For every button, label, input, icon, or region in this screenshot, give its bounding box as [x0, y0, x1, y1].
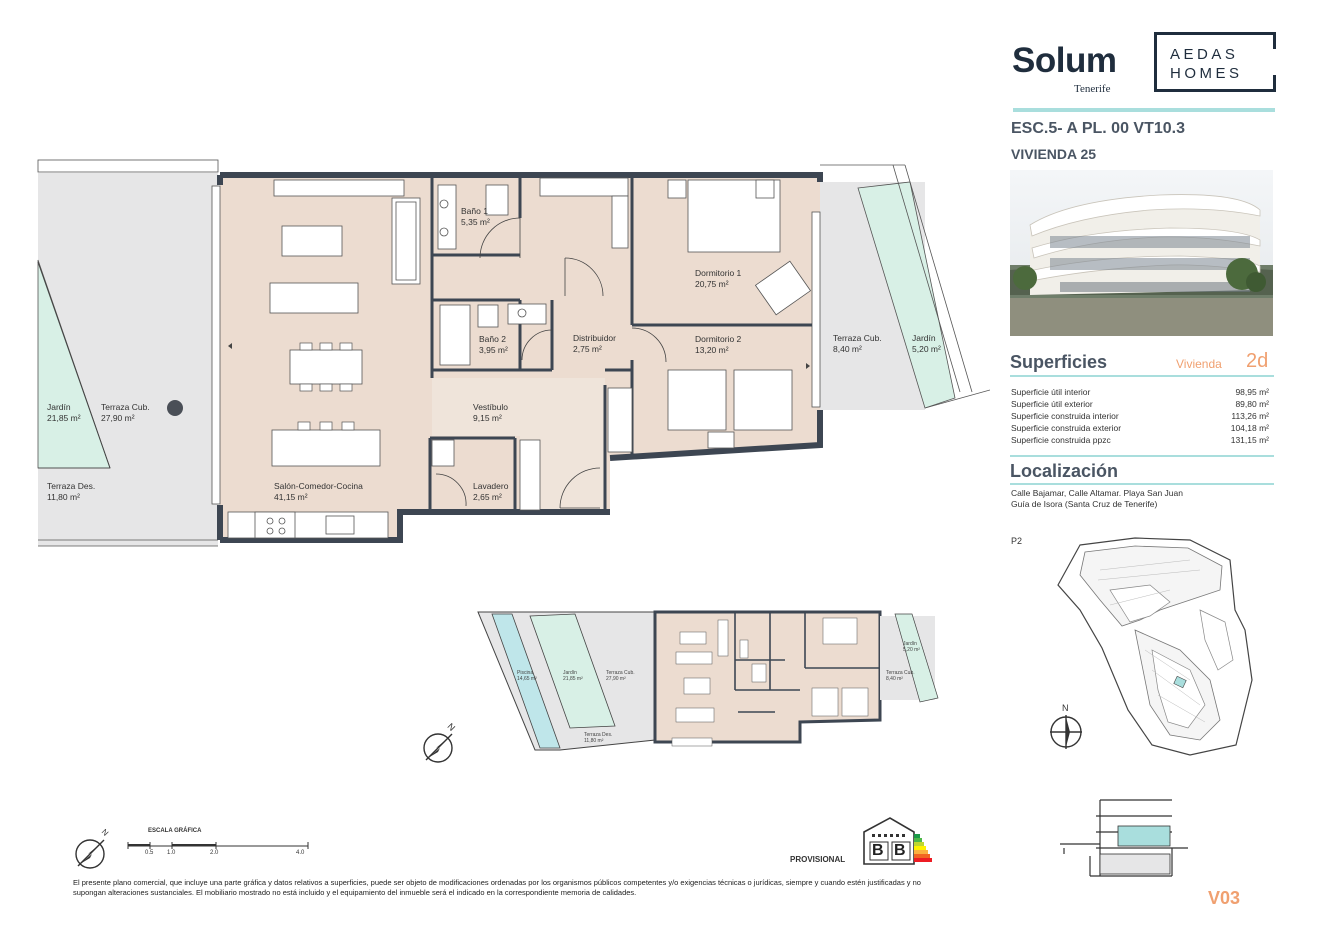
mini-room-name: Terraza Cub. — [886, 670, 915, 676]
scale-bar — [127, 842, 309, 849]
header-rule — [1013, 108, 1275, 112]
room-name: Terraza Des. — [47, 481, 95, 491]
room-area: 9,15 m² — [473, 413, 502, 423]
mini-room-name: Piscina — [517, 670, 533, 676]
column-icon — [167, 400, 183, 416]
energy-rating-emissions: B — [894, 842, 906, 859]
localizacion-title: Localización — [1010, 461, 1119, 481]
room-area: 8,40 m² — [833, 344, 862, 354]
room-name: Baño 1 — [461, 206, 488, 216]
site-north-label: N — [1062, 703, 1069, 713]
north-arrow-icon — [1050, 715, 1082, 749]
compass-icon — [423, 733, 453, 763]
room-name: Jardín — [47, 402, 71, 412]
site-plan — [1057, 537, 1253, 756]
energy-status: PROVISIONAL — [790, 855, 846, 864]
address-line2: Guía de Isora (Santa Cruz de Tenerife) — [1011, 499, 1158, 509]
mini-room-area: 27,90 m² — [606, 676, 626, 682]
floor-plan: Jardín 21,85 m² Terraza Cub. 27,90 m² Te… — [37, 159, 990, 547]
room-area: 2,75 m² — [573, 344, 602, 354]
mini-room-area: 8,40 m² — [886, 676, 903, 682]
room-area: 3,95 m² — [479, 345, 508, 355]
legal-disclaimer: El presente plano comercial, que incluye… — [73, 878, 921, 897]
room-area: 11,80 m² — [47, 492, 80, 502]
pool-area — [491, 613, 561, 749]
room-area: 2,65 m² — [473, 492, 502, 502]
unit-name: VIVIENDA 25 — [1011, 146, 1097, 162]
site-plan-label: P2 — [1011, 536, 1023, 546]
unit-code: ESC.5- A PL. 00 VT10.3 — [1011, 120, 1185, 137]
unit-type-label: Vivienda — [1176, 357, 1222, 371]
room-name: Terraza Cub. — [101, 402, 150, 412]
room-name: Lavadero — [473, 481, 509, 491]
building-section — [1060, 799, 1188, 877]
version-label: V03 — [1208, 888, 1241, 908]
room-name: Terraza Cub. — [833, 333, 882, 343]
brand-logo: Solum — [1012, 41, 1117, 80]
address-line1: Calle Bajamar, Calle Altamar. Playa San … — [1011, 488, 1183, 498]
garden-area — [529, 613, 616, 729]
mini-room-area: 5,20 m² — [903, 647, 920, 653]
room-area: 20,75 m² — [695, 279, 729, 289]
energy-certificate-icon — [863, 817, 932, 865]
room-name: Vestíbulo — [473, 402, 508, 412]
superficies-rule — [1010, 375, 1274, 377]
scale-tick: 0.5 — [145, 850, 154, 856]
mini-room-name: Jardín — [903, 641, 917, 647]
room-name: Jardín — [912, 333, 936, 343]
room-name: Dormitorio 2 — [695, 334, 742, 344]
room-area: 27,90 m² — [101, 413, 135, 423]
mini-room-area: 14,65 m² — [517, 676, 537, 682]
scale-tick: 1.0 — [167, 850, 176, 856]
building-render — [1010, 170, 1273, 336]
scale-title: ESCALA GRÁFICA — [148, 828, 202, 834]
brand-location: Tenerife — [1074, 83, 1111, 95]
scale-tick: 2.0 — [210, 850, 219, 856]
room-area: 5,20 m² — [912, 344, 941, 354]
scale-tick: 4.0 — [296, 850, 305, 856]
room-area: 13,20 m² — [695, 345, 729, 355]
mini-room-area: 21,85 m² — [563, 676, 583, 682]
unit-type-value: 2d — [1246, 350, 1269, 372]
energy-rating-consumption: B — [872, 842, 884, 859]
room-name: Dormitorio 1 — [695, 268, 742, 278]
superficies-title: Superficies — [1010, 352, 1108, 372]
room-name: Distribuidor — [573, 333, 616, 343]
localizacion-rule — [1010, 483, 1274, 485]
jardin-east-area — [857, 181, 956, 409]
room-area: 5,35 m² — [461, 217, 490, 227]
room-name: Baño 2 — [479, 334, 506, 344]
room-area: 21,85 m² — [47, 413, 81, 423]
scale-compass-icon — [75, 839, 105, 869]
room-area: 41,15 m² — [274, 492, 308, 502]
superficies-bottom-rule — [1010, 455, 1274, 457]
mini-room-area: 11,80 m² — [584, 738, 604, 744]
room-name: Salón-Comedor-Cocina — [274, 481, 363, 491]
partner-logo-line2: HOMES — [1170, 65, 1243, 82]
mini-room-name: Jardín — [563, 670, 577, 676]
partner-logo-line1: AEDAS — [1170, 46, 1239, 63]
mini-room-name: Terraza Cub. — [606, 670, 635, 676]
partner-logo: AEDAS HOMES — [1154, 32, 1276, 92]
mini-room-name: Terraza Des. — [584, 732, 612, 738]
key-plan: Piscina 14,65 m² Jardín 21,85 m² Terraza… — [477, 610, 939, 751]
